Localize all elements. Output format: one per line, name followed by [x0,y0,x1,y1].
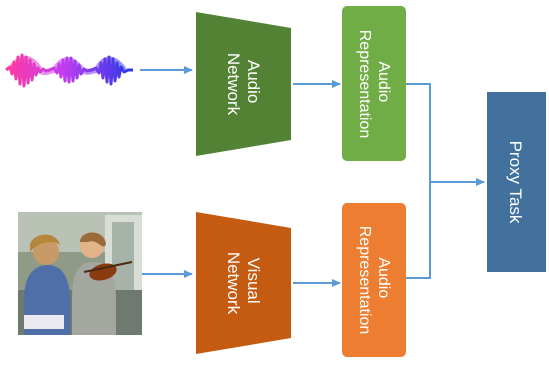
audio-network-label: Audio Network [224,53,263,116]
photo-two-people-violin-icon [18,212,142,335]
audio-representation-bottom-block: Audio Representation [342,203,406,357]
audio-representation-top-label: Audio Representation [356,30,392,139]
audio-representation-top-block: Audio Representation [342,6,406,161]
audio-waveform-icon [5,53,133,88]
merge-connector [406,83,431,279]
connector-arrows [140,66,485,287]
visual-network-block: Visual Network [196,212,291,354]
proxy-task-block: Proxy Task [487,92,546,272]
visual-network-label: Visual Network [224,252,263,315]
audio-network-block: Audio Network [196,12,291,156]
audio-representation-bottom-label: Audio Representation [356,226,392,335]
proxy-task-label: Proxy Task [506,141,525,224]
